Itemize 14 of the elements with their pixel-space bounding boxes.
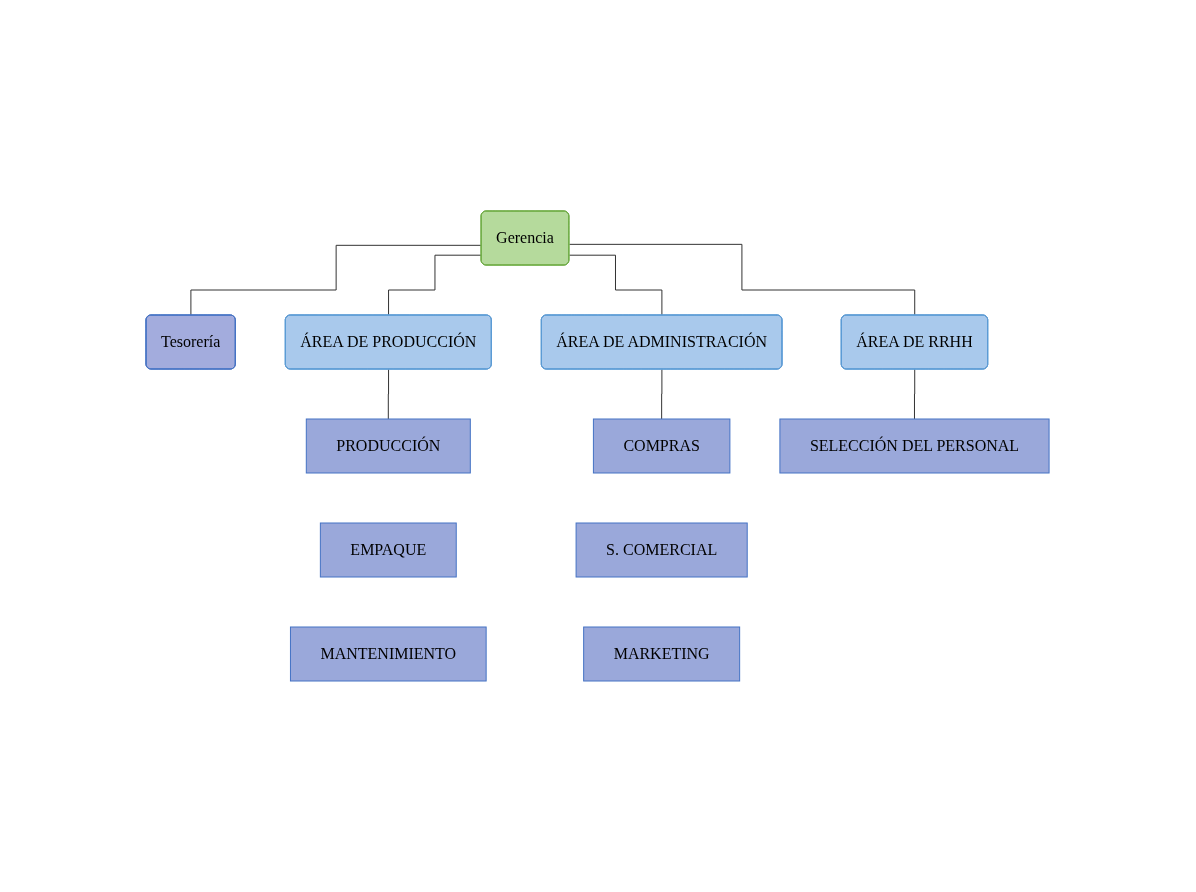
connector	[569, 254, 664, 316]
connector	[190, 244, 483, 316]
node-box: EMPAQUE	[320, 522, 458, 578]
node-box: MARKETING	[583, 626, 741, 682]
connector	[661, 369, 664, 420]
node-box: MANTENIMIENTO	[290, 626, 488, 682]
connector	[388, 369, 390, 420]
node-box: PRODUCCIÓN	[306, 418, 472, 474]
connector	[388, 254, 483, 316]
node-box: COMPRAS	[593, 418, 731, 474]
connector	[914, 369, 916, 420]
node-box: S. COMERCIAL	[576, 522, 749, 578]
connector	[569, 243, 916, 316]
node-box: SELECCIÓN DEL PERSONAL	[779, 418, 1051, 474]
